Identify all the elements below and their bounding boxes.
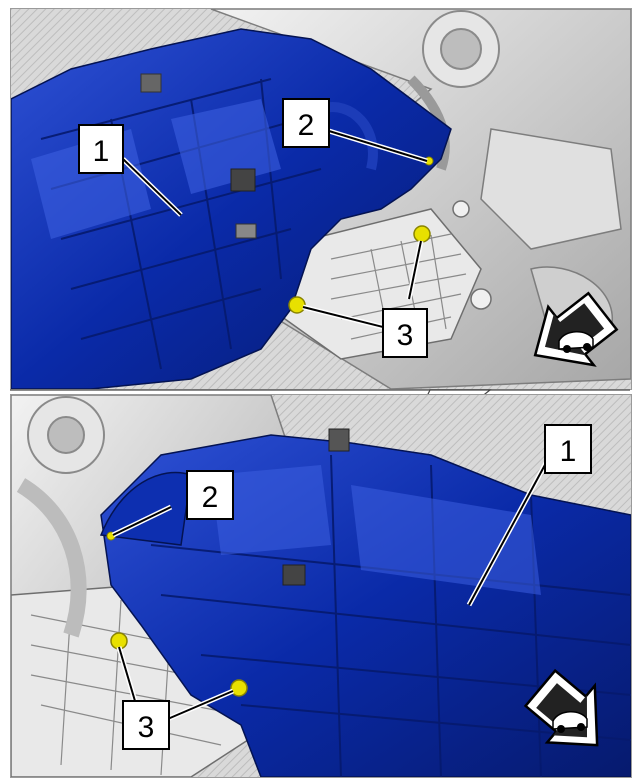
svg-text:2: 2 — [202, 481, 219, 514]
vehicle-direction-arrow-icon-top — [533, 291, 619, 367]
engine-components — [210, 9, 631, 389]
bottom-view-panel: 1 2 3 — [10, 394, 632, 778]
fastener-3a-bottom — [110, 632, 128, 650]
svg-text:1: 1 — [560, 435, 577, 468]
top-view-drawing: 1 2 3 — [11, 9, 631, 389]
fastener-3b-top — [288, 296, 306, 314]
svg-text:1: 1 — [93, 135, 110, 168]
callout-3-bottom: 3 — [122, 700, 170, 750]
leaders-top — [121, 128, 428, 330]
svg-text:2: 2 — [298, 109, 315, 142]
fastener-3a-top — [413, 225, 431, 243]
leaders-bottom — [111, 461, 549, 724]
fastener-3b-bottom — [230, 679, 248, 697]
vehicle-direction-arrow-icon-bottom — [523, 668, 599, 747]
svg-text:3: 3 — [397, 319, 414, 352]
top-view-panel: 1 2 3 — [10, 8, 632, 390]
callout-2-bottom: 2 — [186, 470, 234, 520]
bottom-view-drawing: 1 2 3 — [11, 395, 631, 777]
svg-text:3: 3 — [138, 711, 155, 744]
callout-3-top: 3 — [382, 308, 428, 358]
callout-2-top: 2 — [282, 98, 330, 148]
callout-1-top: 1 — [78, 124, 124, 174]
callout-1-bottom: 1 — [544, 424, 592, 474]
